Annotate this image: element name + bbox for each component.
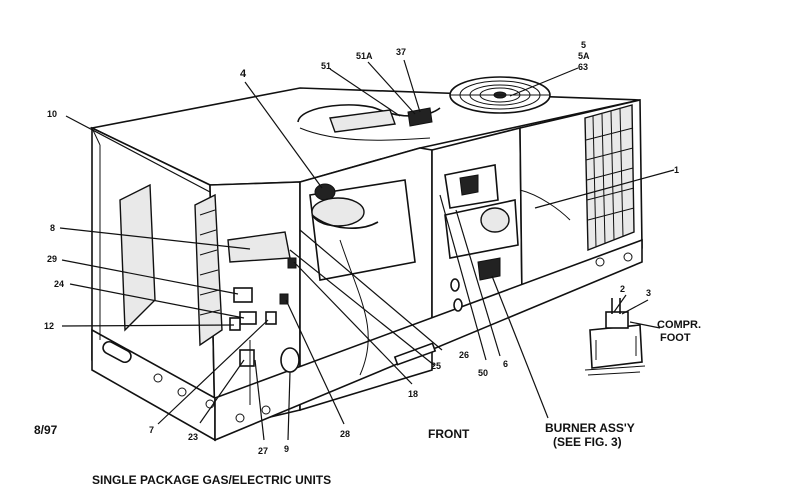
switch-12 [229, 317, 241, 331]
callout-5a: 5A [578, 51, 590, 61]
callout-51: 51 [321, 61, 331, 71]
callout-63: 63 [578, 62, 588, 72]
fuse-28 [279, 293, 289, 305]
callout-23: 23 [188, 432, 198, 442]
callout-18: 18 [408, 389, 418, 399]
callout-29: 29 [47, 254, 57, 264]
compressor-foot-detail [584, 298, 646, 376]
callout-12: 12 [44, 321, 54, 331]
callout-50: 50 [478, 368, 488, 378]
callout-1: 1 [674, 165, 679, 175]
callout-26: 26 [459, 350, 469, 360]
capacitor-9 [280, 347, 300, 373]
base-rail [91, 238, 643, 442]
roof-components [297, 76, 551, 141]
callout-2: 2 [620, 284, 625, 294]
blower-assembly [309, 179, 416, 376]
evaporator-coil [91, 127, 223, 347]
callout-5: 5 [581, 40, 586, 50]
condenser-coil [584, 104, 635, 252]
callout-10: 10 [47, 109, 57, 119]
view-label: FRONT [428, 427, 470, 441]
blower-motor-4 [314, 183, 336, 201]
leader-lines [59, 59, 675, 441]
callout-7: 7 [149, 425, 154, 435]
control-components [227, 231, 300, 405]
date-code: 8/97 [34, 423, 58, 437]
callout-8: 8 [50, 223, 55, 233]
callout-28: 28 [340, 429, 350, 439]
compr-foot-label-line1: COMPR. [657, 319, 701, 331]
switch-7 [265, 311, 277, 325]
callout-51a: 51A [356, 51, 373, 61]
callout-3: 3 [646, 288, 651, 298]
callout-24: 24 [54, 279, 64, 289]
callout-27: 27 [258, 446, 268, 456]
callout-9: 9 [284, 444, 289, 454]
figure-caption: SINGLE PACKAGE GAS/ELECTRIC UNITS [92, 473, 331, 487]
burner-assembly [477, 257, 501, 281]
callouts: 4 51 51A 37 5 5A 63 10 1 8 29 24 12 7 23… [44, 40, 679, 456]
burner-assembly-label: BURNER ASS'Y [545, 421, 635, 435]
callout-6: 6 [503, 359, 508, 369]
callout-25: 25 [431, 361, 441, 371]
burner-components [444, 164, 571, 312]
burner-figure-reference: (SEE FIG. 3) [553, 435, 622, 449]
callout-37: 37 [396, 47, 406, 57]
fuse-25 [287, 257, 297, 269]
callout-4: 4 [240, 68, 247, 80]
compr-foot-label-line2: FOOT [660, 332, 691, 344]
relay-29 [233, 287, 253, 303]
